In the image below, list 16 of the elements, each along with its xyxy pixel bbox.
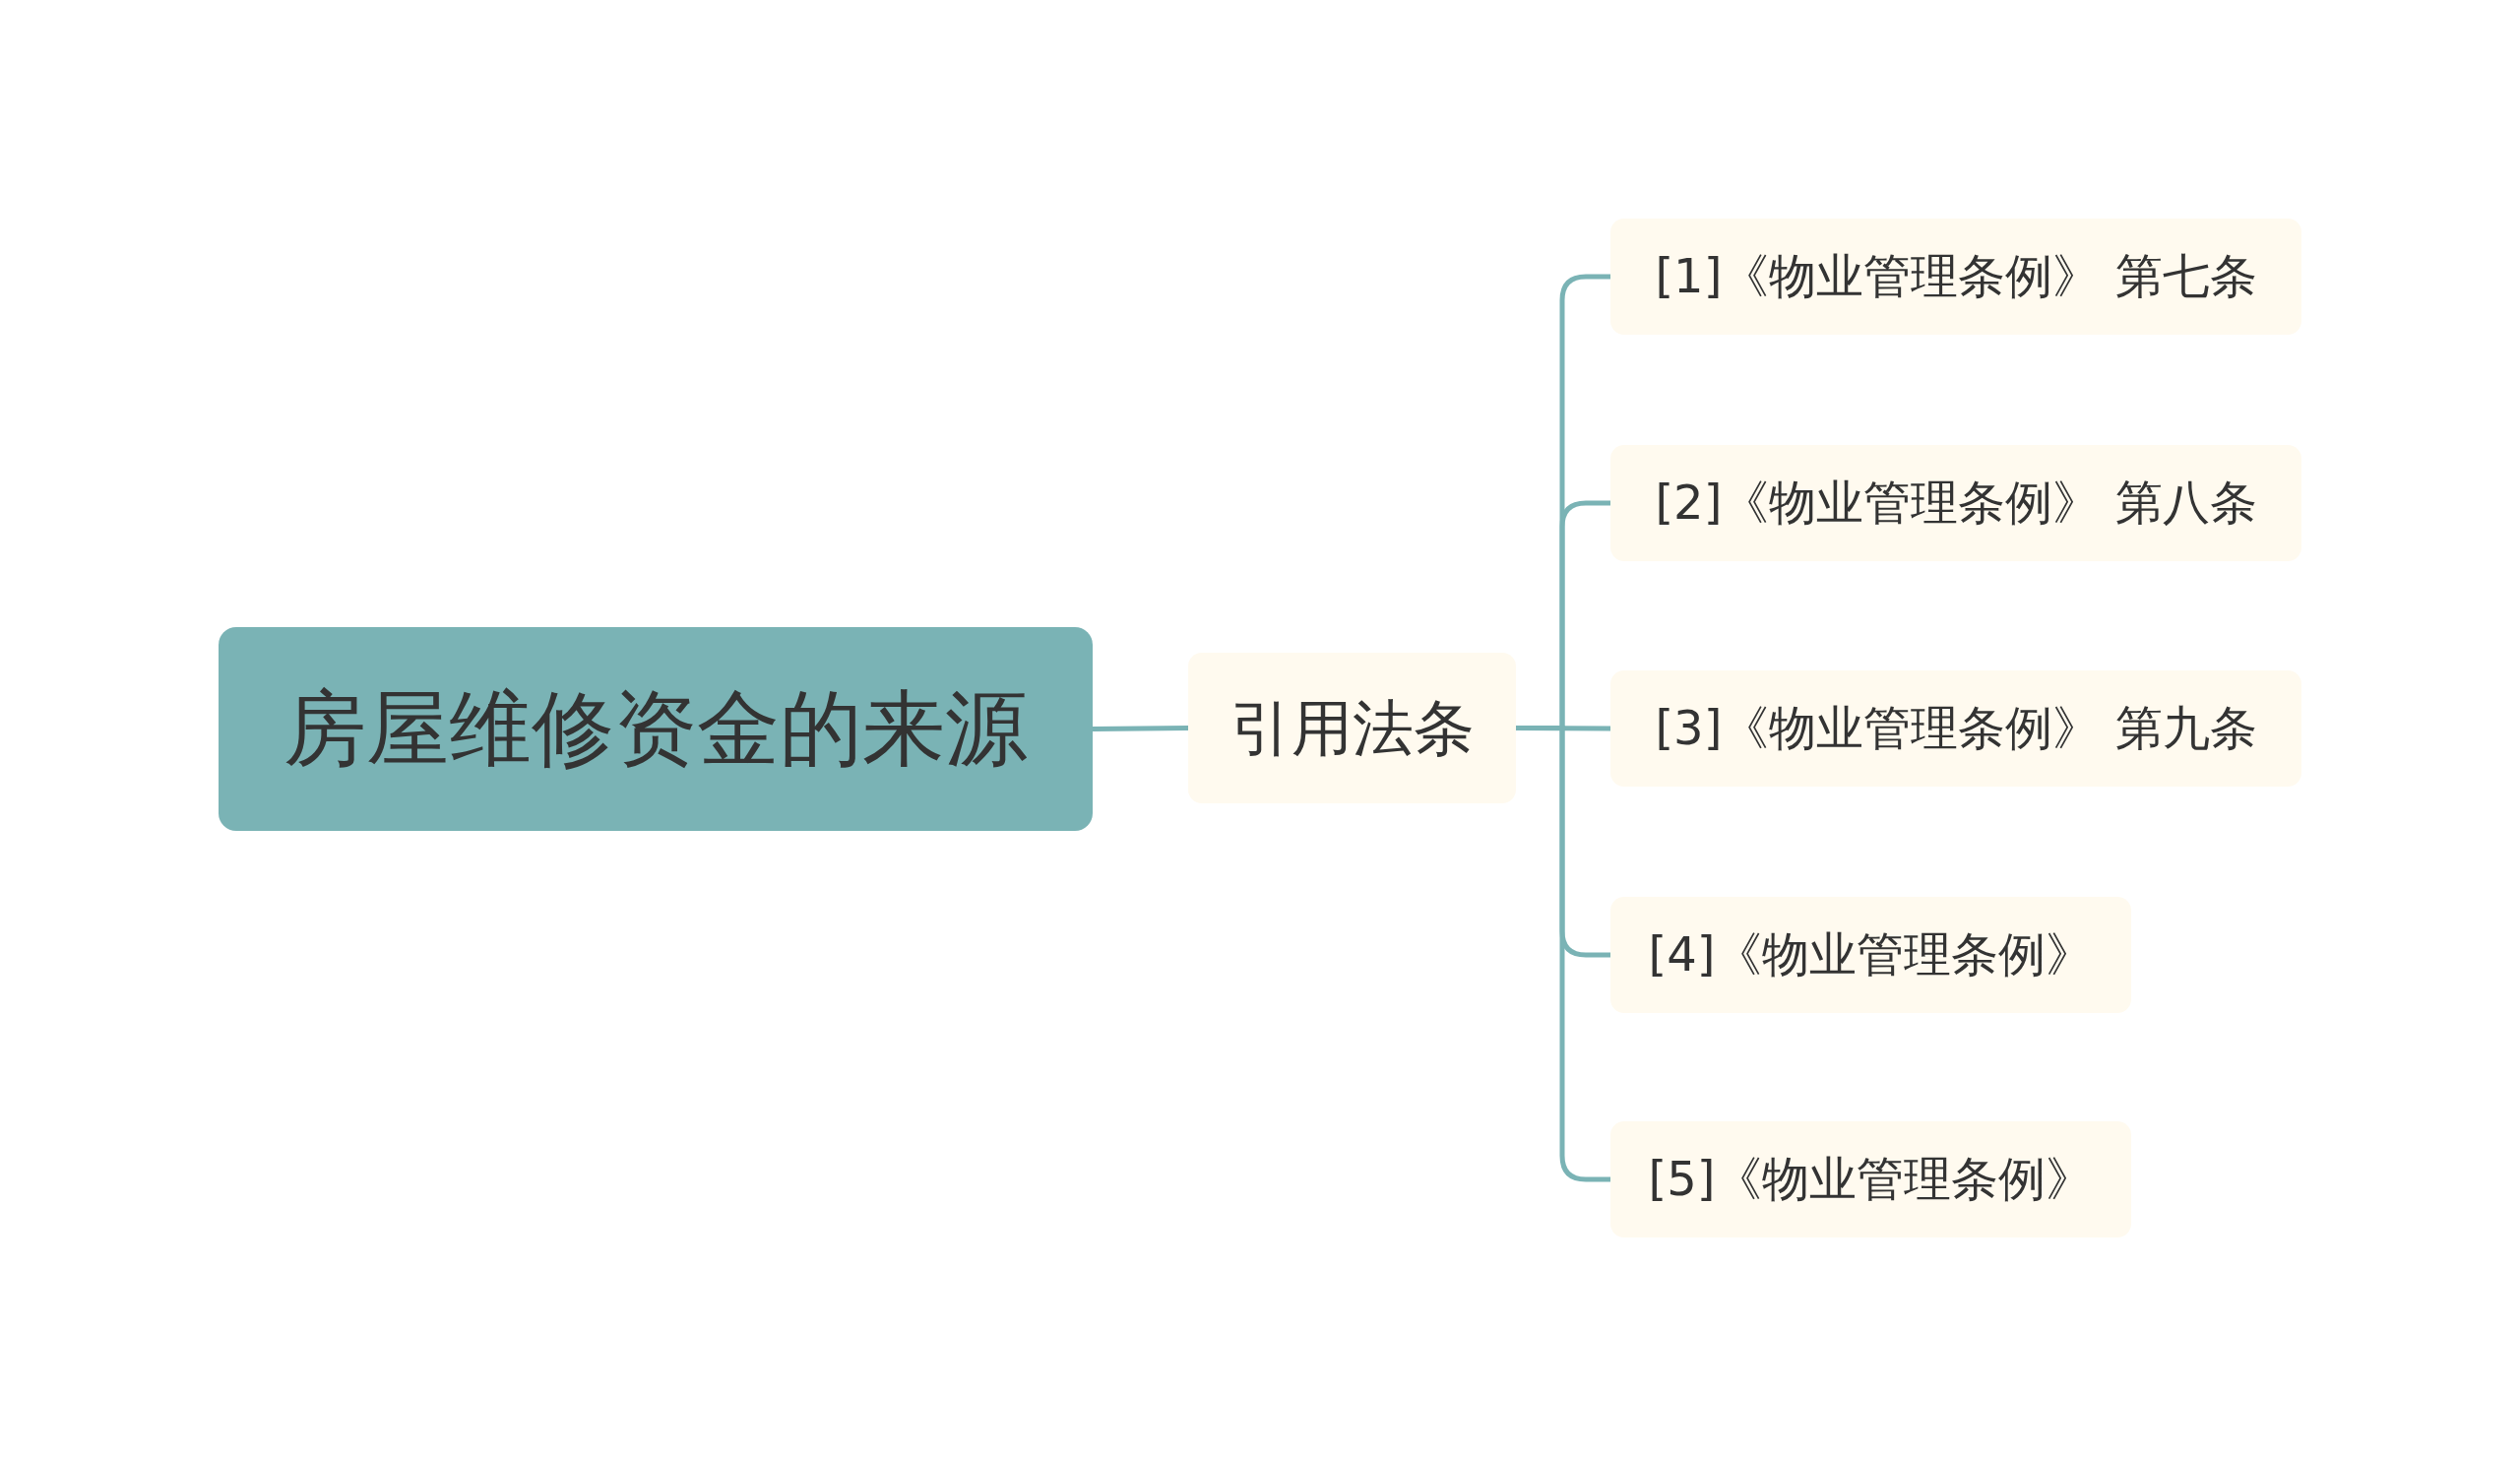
branch-box	[1610, 897, 2131, 1013]
node-label: 房屋维修资金的来源	[284, 678, 1028, 779]
branch-box	[1610, 219, 2301, 335]
node-label: [5]《物业管理条例》	[1648, 1150, 2094, 1208]
topic-box	[219, 627, 1093, 831]
connector-line	[1092, 726, 1189, 731]
node-label: [3]《物业管理条例》 第九条	[1655, 699, 2257, 757]
branch-box	[1610, 1121, 2131, 1237]
branch-box	[1610, 670, 2301, 787]
node-label: 引用法条	[1229, 690, 1475, 766]
branch-box	[1188, 653, 1516, 803]
branch-box	[1610, 445, 2301, 561]
node-label: [1]《物业管理条例》 第七条	[1655, 247, 2257, 305]
connector-line	[1516, 726, 1610, 1182]
node-label: [4]《物业管理条例》	[1648, 925, 2094, 983]
node-label: [2]《物业管理条例》 第八条	[1655, 474, 2257, 532]
